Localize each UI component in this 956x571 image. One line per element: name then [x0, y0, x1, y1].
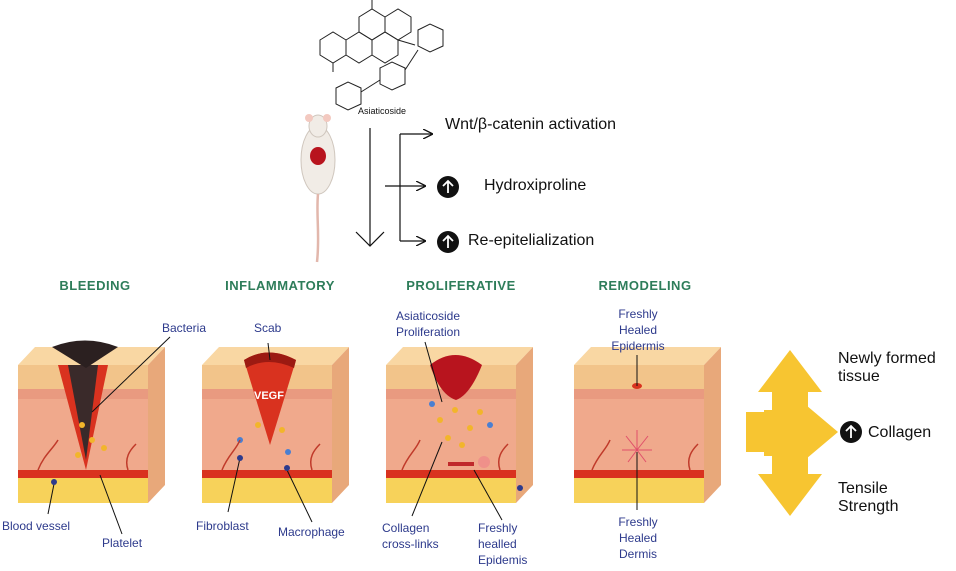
blood-vessel-label: Blood vessel	[2, 519, 71, 533]
reepi-label: Re-epitelialization	[468, 232, 595, 249]
freshly-healed-dermis-label: Freshly Healed Dermis	[606, 514, 670, 562]
leader-lines	[47, 336, 638, 535]
freshly-healed-epidermis-label: Freshly Healed Epidermis	[606, 306, 670, 354]
epidemis-marker	[517, 485, 523, 491]
bacteria-label: Bacteria	[162, 321, 207, 335]
blood-vessel-marker	[51, 479, 57, 485]
wnt-label: Wnt/β-catenin activation	[445, 116, 617, 133]
healed-epi-line2: Healed	[618, 323, 658, 337]
mouse-wound	[310, 147, 326, 165]
newly-line2: tissue	[838, 368, 880, 385]
tensile-line1: Tensile	[838, 480, 888, 497]
hydroxiproline-label: Hydroxiproline	[484, 177, 587, 194]
healed-derm-line3: Dermis	[619, 547, 657, 561]
main-down-arrowhead	[355, 231, 385, 247]
fresh-epi-line2: healled	[478, 537, 517, 551]
vegf-label: VEGF	[254, 390, 284, 402]
macrophage-label: Macrophage	[278, 525, 345, 539]
asiaticoside-proliferation-label: Asiaticoside Proliferation	[396, 308, 460, 340]
stage-title-proliferative: PROLIFERATIVE	[406, 278, 516, 293]
collagen-crosslinks-label: Collagen cross-links	[382, 520, 439, 552]
newly-line1: Newly formed	[838, 350, 936, 367]
collagen-cross-line2: cross-links	[382, 537, 439, 551]
stage-title-inflammatory: INFLAMMATORY	[225, 278, 335, 293]
asia-prolif-line2: Proliferation	[396, 325, 461, 339]
collagen-label: Collagen	[868, 424, 932, 441]
healed-derm-line2: Healed	[618, 531, 658, 545]
arrow-up-circle-icon	[437, 176, 459, 198]
asia-prolif-line1: Asiaticoside	[396, 309, 461, 323]
skin-block-bleeding	[18, 340, 165, 503]
stage-title-remodeling: REMODELING	[598, 278, 692, 293]
macrophage-marker	[284, 465, 290, 471]
platelet-label: Platelet	[102, 536, 143, 550]
mouse-illustration	[300, 114, 336, 263]
fresh-epi-line3: Epidemis	[478, 553, 528, 566]
skin-block-inflammatory	[202, 347, 349, 503]
mouse-tail	[315, 193, 320, 263]
arrow-up-circle-icon	[437, 231, 459, 253]
collagen-cross-line1: Collagen	[382, 521, 430, 535]
skin-block-proliferative	[386, 347, 533, 503]
asiaticoside-label: Asiaticoside	[358, 106, 406, 116]
fresh-epi-line1: Freshly	[478, 521, 518, 535]
healed-derm-line1: Freshly	[618, 515, 658, 529]
outcome-triple-arrow	[746, 350, 838, 516]
scab-label: Scab	[254, 321, 282, 335]
arrow-up-circle-icon	[840, 421, 862, 443]
effect-arrows	[355, 128, 432, 247]
newly-formed-tissue-label: Newly formed tissue	[838, 350, 936, 386]
asiaticoside-structure	[319, 0, 444, 111]
healed-epi-line3: Epidermis	[611, 339, 665, 353]
tensile-line2: Strength	[838, 498, 899, 515]
tensile-strength-label: Tensile Strength	[838, 480, 898, 516]
healed-epi-line1: Freshly	[618, 307, 658, 321]
stage-title-bleeding: BLEEDING	[59, 278, 131, 293]
freshly-healled-epidemis-label: Freshly healled Epidemis	[478, 520, 527, 566]
fibroblast-marker	[237, 455, 243, 461]
skin-block-remodeling	[574, 347, 721, 503]
fibroblast-label: Fibroblast	[196, 519, 249, 533]
